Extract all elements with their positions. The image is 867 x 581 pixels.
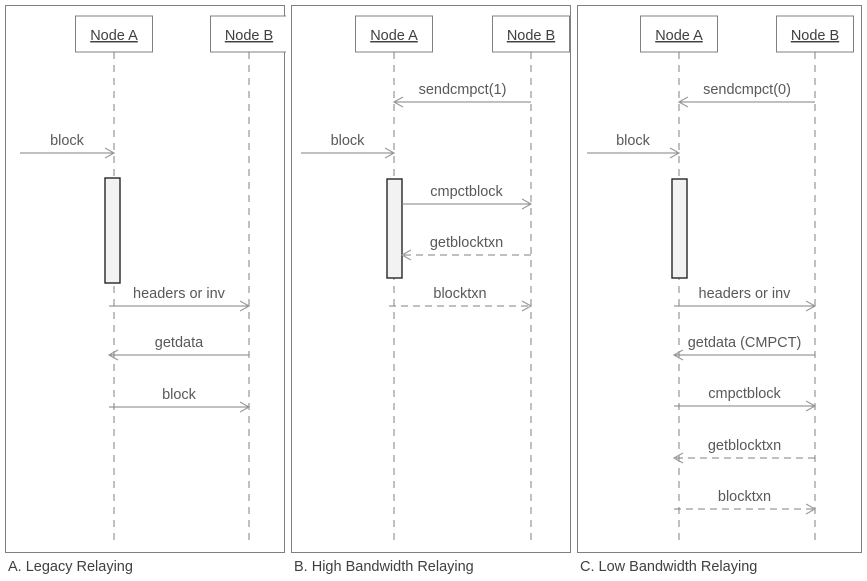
panel-b-canvas: Node A Node B sendcmpct(1) block cmpctblock g…	[301, 15, 570, 544]
message-2[interactable]: block	[587, 133, 681, 159]
message-3[interactable]: headers or inv	[674, 286, 817, 312]
message-label: headers or inv	[699, 286, 792, 302]
arrow-head-icon	[392, 96, 404, 108]
panel-high-bandwidth-relaying: Node A Node B sendcmpct(1) block cmpctblock g…	[291, 5, 571, 553]
arrow-head-icon	[521, 198, 533, 210]
message-label: cmpctblock	[708, 386, 781, 402]
participant-label: Node A	[90, 28, 138, 44]
message-3[interactable]: getdata	[107, 335, 249, 361]
arrow-head-icon	[805, 503, 817, 515]
activation-bar	[671, 178, 688, 279]
arrow-head-icon	[672, 349, 684, 361]
message-4[interactable]: getblocktxn	[400, 235, 531, 261]
panel-low-bandwidth-relaying: Node A Node B sendcmpct(0) block headers or …	[577, 5, 862, 553]
message-4[interactable]: getdata (CMPCT)	[672, 335, 815, 361]
message-label: getdata (CMPCT)	[688, 335, 802, 351]
message-label: headers or inv	[133, 286, 226, 302]
message-5[interactable]: cmpctblock	[674, 386, 817, 412]
panel-a-caption: A. Legacy Relaying	[8, 559, 133, 575]
message-label: getblocktxn	[430, 235, 503, 251]
message-2[interactable]: block	[301, 133, 396, 159]
message-1[interactable]: sendcmpct(1)	[392, 82, 531, 108]
message-label: block	[331, 133, 366, 149]
message-label: blocktxn	[433, 286, 486, 302]
participant-box-node-a[interactable]	[355, 15, 433, 53]
arrow-head-icon	[805, 400, 817, 412]
message-3[interactable]: cmpctblock	[402, 184, 533, 210]
arrow-head-icon	[805, 300, 817, 312]
participant-label: Node B	[791, 28, 839, 44]
message-label: getblocktxn	[708, 438, 781, 454]
message-label: sendcmpct(0)	[703, 82, 791, 98]
participant-label: Node A	[370, 28, 418, 44]
message-2[interactable]: headers or inv	[109, 286, 251, 312]
arrow-head-icon	[239, 401, 251, 413]
message-label: blocktxn	[718, 489, 771, 505]
activation-bar	[104, 177, 121, 284]
arrow-head-icon	[669, 147, 681, 159]
arrow-head-icon	[384, 147, 396, 159]
panel-c-caption: C. Low Bandwidth Relaying	[580, 559, 758, 575]
arrow-head-icon	[521, 300, 533, 312]
panel-legacy-relaying: Node A Node B block headers or inv getdata bl…	[5, 5, 287, 553]
participant-box-node-a[interactable]	[75, 15, 153, 53]
activation-bar	[386, 178, 403, 279]
message-label: block	[50, 133, 85, 149]
participant-label: Node B	[507, 28, 555, 44]
message-label: block	[616, 133, 651, 149]
participant-label: Node A	[655, 28, 703, 44]
message-1[interactable]: sendcmpct(0)	[677, 82, 815, 108]
message-4[interactable]: block	[109, 387, 251, 413]
participant-box-node-b[interactable]	[210, 15, 287, 53]
message-label: block	[162, 387, 197, 403]
arrow-head-icon	[104, 147, 116, 159]
message-label: getdata	[155, 335, 204, 351]
message-label: cmpctblock	[430, 184, 503, 200]
message-5[interactable]: blocktxn	[389, 286, 533, 312]
arrow-head-icon	[672, 452, 684, 464]
arrow-head-icon	[400, 249, 412, 261]
arrow-head-icon	[239, 300, 251, 312]
panel-c-canvas: Node A Node B sendcmpct(0) block headers or …	[587, 15, 854, 544]
participant-box-node-b[interactable]	[776, 15, 854, 53]
participant-box-node-b[interactable]	[492, 15, 570, 53]
participant-label: Node B	[225, 28, 273, 44]
arrow-head-icon	[677, 96, 689, 108]
arrow-head-icon	[107, 349, 119, 361]
message-7[interactable]: blocktxn	[674, 489, 817, 515]
message-1[interactable]: block	[20, 133, 116, 159]
panel-a-canvas: Node A Node B block headers or inv getdata bl…	[20, 15, 287, 544]
panel-b-caption: B. High Bandwidth Relaying	[294, 559, 474, 575]
message-label: sendcmpct(1)	[419, 82, 507, 98]
message-6[interactable]: getblocktxn	[672, 438, 815, 464]
